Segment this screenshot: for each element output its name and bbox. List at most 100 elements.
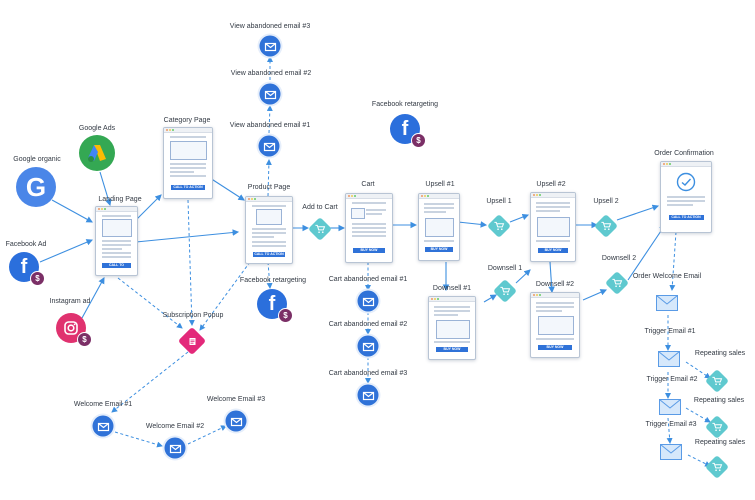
edge-welcome1-welcome2 [114,431,163,448]
upsell-1-cart-icon[interactable] [486,213,512,239]
edge-downsellstep-upsell2 [515,269,531,284]
edge-upsellstep-upsell2 [509,213,530,223]
cart-abandoned-email-1-envelope-icon[interactable] [357,290,379,312]
category-page-thumbnail[interactable]: CALL TO ACTION [163,127,213,199]
facebook-retargeting-top-label: Facebook retargeting [371,101,439,108]
repeating-sales-2-cart-icon[interactable] [704,414,730,440]
edge-landing-popup [117,277,183,329]
facebook-retargeting-top-logo-icon[interactable]: f $ [390,114,426,148]
view-abandoned-email-2-envelope-icon[interactable] [259,83,281,105]
cart-abandoned-email-2-label: Cart abandoned email #2 [328,321,408,328]
dollar-badge-icon: $ [278,308,293,323]
downsell-1-page-label: Downsell #1 [432,285,472,292]
repeating-sales-1-cart-icon[interactable] [704,368,730,394]
downsell-2-page-thumbnail[interactable]: BUY NOW [530,292,580,358]
dollar-badge-icon: $ [30,271,45,286]
order-welcome-envelope-icon[interactable] [656,295,678,311]
cart-page-thumbnail[interactable]: BUY NOW [345,193,393,263]
edge-landing-category [135,194,162,221]
trigger-email-3-label: Trigger Email #3 [645,421,697,428]
welcome-email-3-envelope-icon[interactable] [225,410,247,432]
upsell-1-step-label: Upsell 1 [486,198,512,205]
product-page-thumbnail[interactable]: CALL TO ACTION [245,196,293,264]
edge-order-welcome [669,231,677,291]
view-abandoned-email-3-label: View abandoned email #3 [229,23,311,30]
welcome-email-1-label: Welcome Email #1 [73,401,133,408]
edge-category-product [209,177,245,201]
downsell-2-cart-icon[interactable] [604,270,630,296]
upsell-2-page-label: Upsell #2 [536,181,566,188]
upsell-1-buy-now-button[interactable]: BUY NOW [425,247,453,252]
cart-abandoned-email-2-envelope-icon[interactable] [357,335,379,357]
trigger-email-2-label: Trigger Email #2 [646,376,698,383]
trigger-email-1-envelope-icon[interactable] [658,351,680,367]
welcome-email-2-envelope-icon[interactable] [164,437,186,459]
google-organic-label: Google organic [13,156,61,163]
upsell-2-cart-icon[interactable] [593,213,619,239]
downsell-2-page-label: Downsell #2 [535,281,575,288]
cart-page-label: Cart [361,181,375,188]
landing-page-thumbnail[interactable]: CALL TO ACTION [95,206,138,276]
edge-google-ads-landing [99,171,112,207]
edge-downsellstep2-order [627,224,666,281]
upsell-2-buy-now-button[interactable]: BUY NOW [537,248,569,253]
dollar-badge-icon: $ [411,133,426,148]
edge-category-popup [187,199,195,326]
edge-trigger2-rs2 [685,407,711,423]
repeating-sales-3-label: Repeating sales [694,439,746,446]
edge-upsell1-step [457,221,488,228]
downsell-1-cart-icon[interactable] [492,278,518,304]
upsell-2-page-thumbnail[interactable]: BUY NOW [530,192,576,262]
instagram-glyph-icon [64,321,78,335]
view-abandoned-email-3-envelope-icon[interactable] [259,35,281,57]
edge-product-fbretarget [266,261,273,289]
trigger-email-3-envelope-icon[interactable] [660,444,682,460]
facebook-retargeting-product-logo-icon[interactable]: f $ [257,289,293,323]
google-ads-logo-icon[interactable] [79,135,115,171]
edge-upsell2-downsell2 [548,261,555,294]
subscription-popup-label: Subscription Popup [162,312,224,319]
edge-landing-product [135,229,240,243]
edge-trigger1-rs1 [685,361,711,379]
edge-facebook-landing [39,239,94,263]
repeating-sales-3-cart-icon[interactable] [704,454,730,480]
landing-cta-button[interactable]: CALL TO ACTION [102,263,131,272]
edge-trigger2-trigger3 [666,417,673,444]
google-logo-icon[interactable]: G [16,167,56,207]
downsell-2-buy-now-button[interactable]: BUY NOW [538,345,572,350]
downsell-1-buy-now-button[interactable]: BUY NOW [435,347,469,352]
upsell-2-step-label: Upsell 2 [593,198,619,205]
product-cta-button[interactable]: CALL TO ACTION [252,252,286,257]
google-ads-label: Google Ads [78,125,116,132]
trigger-email-2-envelope-icon[interactable] [659,399,681,415]
add-to-cart-cart-icon[interactable] [307,216,333,242]
cart-buy-now-button[interactable]: BUY NOW [352,248,386,253]
downsell-1-page-thumbnail[interactable]: BUY NOW [428,296,476,360]
view-abandoned-email-2-label: View abandoned email #2 [230,70,312,77]
facebook-ad-logo-icon[interactable]: f $ [9,252,45,286]
order-confirmation-cta-button[interactable]: CALL TO ACTION [668,215,704,220]
edge-downsell1-step [483,294,497,303]
product-page-label: Product Page [247,184,291,191]
subscription-popup-form-icon[interactable] [177,326,207,356]
category-cta-button[interactable]: CALL TO ACTION [171,185,205,190]
cart-abandoned-email-1-label: Cart abandoned email #1 [328,276,408,283]
edge-downsell2-step [582,289,608,301]
welcome-email-2-label: Welcome Email #2 [145,423,205,430]
google-ads-glyph-icon [88,145,106,162]
edge-product-view1 [265,159,272,197]
instagram-logo-icon[interactable]: $ [56,313,92,347]
edge-trigger3-rs3 [687,454,711,467]
upsell-1-page-label: Upsell #1 [425,181,455,188]
check-circle-icon [676,172,696,192]
welcome-email-1-envelope-icon[interactable] [92,415,114,437]
order-confirmation-page-thumbnail[interactable]: CALL TO ACTION [660,161,712,233]
upsell-1-page-thumbnail[interactable]: BUY NOW [418,193,460,261]
welcome-email-3-label: Welcome Email #3 [206,396,266,403]
add-to-cart-label: Add to Cart [302,204,338,211]
cart-abandoned-email-3-envelope-icon[interactable] [357,384,379,406]
view-abandoned-email-1-envelope-icon[interactable] [258,135,280,157]
facebook-ad-label: Facebook Ad [5,241,47,248]
